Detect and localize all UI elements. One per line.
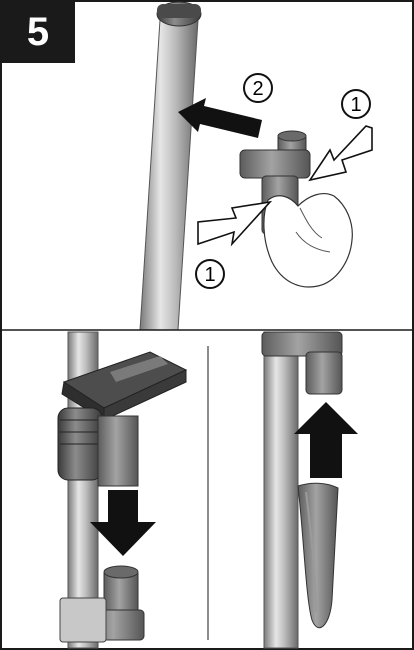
nozzle-body xyxy=(57,407,103,481)
callout-circle-1-bottom xyxy=(195,259,225,289)
down-arrow xyxy=(90,490,156,556)
top-panel: 2 1 1 xyxy=(139,1,373,331)
lower-connector xyxy=(59,565,145,643)
callout-circle-1-top xyxy=(341,89,371,119)
press-arrow-left xyxy=(197,200,273,247)
long-tube xyxy=(139,1,202,331)
press-arrow-right xyxy=(308,125,373,182)
bottom-right-panel xyxy=(261,331,358,649)
upper-connector xyxy=(261,331,343,395)
callout-2-label: 2 xyxy=(252,78,263,100)
callout-1-bottom-label: 1 xyxy=(204,264,215,286)
bottom-left-panel xyxy=(57,331,188,649)
callout-circle-2 xyxy=(243,73,273,103)
crevice-tool xyxy=(297,482,339,629)
callout-1-top-label: 1 xyxy=(350,94,361,116)
connector-piece xyxy=(239,130,311,235)
pull-arrow xyxy=(178,98,262,138)
hand-outline xyxy=(263,193,353,288)
step-badge: 5 xyxy=(1,1,75,63)
up-arrow xyxy=(294,402,358,478)
